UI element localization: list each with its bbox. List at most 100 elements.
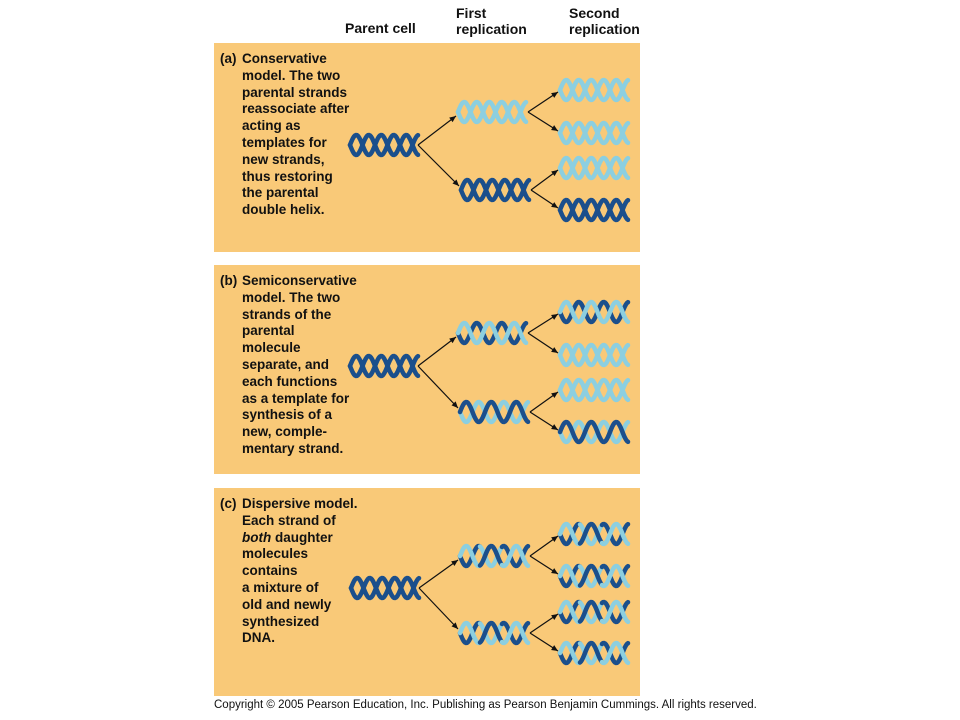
- double-helix: [557, 419, 631, 445]
- arrow: [417, 336, 457, 367]
- arrow: [529, 391, 559, 413]
- new-strand: [557, 342, 631, 368]
- double-helix: [557, 599, 631, 625]
- parental-strand: [347, 132, 421, 158]
- double-helix: [455, 320, 529, 346]
- new-strand: [557, 120, 631, 146]
- panel-letter: (c): [220, 496, 237, 511]
- parental-strand: [457, 399, 531, 425]
- double-helix: [557, 563, 631, 589]
- dna-second-gen: [556, 76, 632, 104]
- double-helix: [455, 99, 529, 125]
- replication-arrows: [417, 91, 559, 209]
- dna-second-gen: [556, 119, 632, 147]
- mixed-strand: [577, 563, 605, 588]
- dna-second-gen: [556, 196, 632, 224]
- dna-parent: [346, 131, 422, 159]
- mixed-strand: [457, 543, 483, 569]
- double-helix: [557, 155, 631, 181]
- panel-letter: (a): [220, 51, 237, 66]
- mixed-strand: [599, 521, 631, 547]
- double-helix: [557, 299, 631, 325]
- arrow: [417, 115, 457, 146]
- arrow: [529, 411, 559, 431]
- mixed-strand: [457, 543, 483, 569]
- arrow: [418, 559, 459, 589]
- mixed-strand: [577, 521, 605, 546]
- parental-strand: [458, 177, 532, 203]
- mixed-strand: [557, 599, 583, 625]
- parental-strand: [348, 575, 422, 601]
- dna-second-gen: [556, 639, 632, 667]
- mixed-strand: [457, 620, 483, 646]
- arrow: [530, 169, 559, 191]
- mixed-strand: [557, 640, 583, 666]
- panel-dispersive: (c) Dispersive model.Each strand of both…: [214, 488, 640, 696]
- mixed-strand: [577, 640, 605, 665]
- arrow: [530, 189, 559, 209]
- new-strand: [455, 99, 529, 125]
- parental-strand: [557, 419, 631, 445]
- arrow: [527, 91, 559, 113]
- dna-first-gen: [456, 398, 532, 426]
- parental-strand: [347, 353, 421, 379]
- mixed-strand: [477, 620, 505, 645]
- new-strand: [455, 320, 529, 346]
- panel-letter: (b): [220, 273, 238, 288]
- mixed-strand: [557, 640, 583, 666]
- arrow: [529, 632, 559, 652]
- new-strand: [557, 77, 631, 103]
- dna-second-gen: [556, 562, 632, 590]
- mixed-strand: [557, 521, 583, 547]
- double-helix: [458, 177, 532, 203]
- double-helix: [457, 620, 531, 646]
- mixed-strand: [557, 599, 583, 625]
- double-helix: [347, 353, 421, 379]
- mixed-strand: [599, 599, 631, 625]
- arrow: [529, 535, 559, 557]
- new-strand: [557, 155, 631, 181]
- double-helix: [457, 543, 531, 569]
- dna-first-gen: [454, 98, 530, 126]
- arrow: [529, 555, 559, 575]
- mixed-strand: [599, 640, 631, 666]
- new-strand: [557, 299, 631, 325]
- arrow: [417, 144, 460, 187]
- double-helix: [557, 377, 631, 403]
- dna-parent: [347, 574, 423, 602]
- dna-second-gen: [556, 341, 632, 369]
- arrow: [527, 313, 559, 334]
- replication-arrows: [417, 313, 559, 431]
- copyright-notice: Copyright © 2005 Pearson Education, Inc.…: [214, 699, 757, 711]
- mixed-strand: [499, 543, 531, 569]
- mixed-strand: [557, 563, 583, 589]
- double-helix: [557, 342, 631, 368]
- arrow: [417, 365, 459, 409]
- double-helix: [557, 521, 631, 547]
- dna-first-gen: [456, 542, 532, 570]
- mixed-strand: [599, 563, 631, 589]
- dna-second-gen: [556, 376, 632, 404]
- new-strand: [557, 377, 631, 403]
- arrow: [527, 332, 559, 354]
- mixed-strand: [477, 543, 505, 568]
- double-helix: [347, 132, 421, 158]
- mixed-strand: [499, 620, 531, 646]
- dna-first-gen: [457, 176, 533, 204]
- double-helix: [557, 77, 631, 103]
- double-helix: [348, 575, 422, 601]
- arrow: [418, 587, 459, 630]
- double-helix: [557, 197, 631, 223]
- double-helix: [457, 399, 531, 425]
- dna-second-gen: [556, 418, 632, 446]
- dna-second-gen: [556, 154, 632, 182]
- arrow: [529, 613, 559, 634]
- double-helix: [557, 640, 631, 666]
- panel-description: Dispersive model.Each strand of both dau…: [242, 496, 358, 646]
- mixed-strand: [577, 599, 605, 624]
- mixed-strand: [457, 620, 483, 646]
